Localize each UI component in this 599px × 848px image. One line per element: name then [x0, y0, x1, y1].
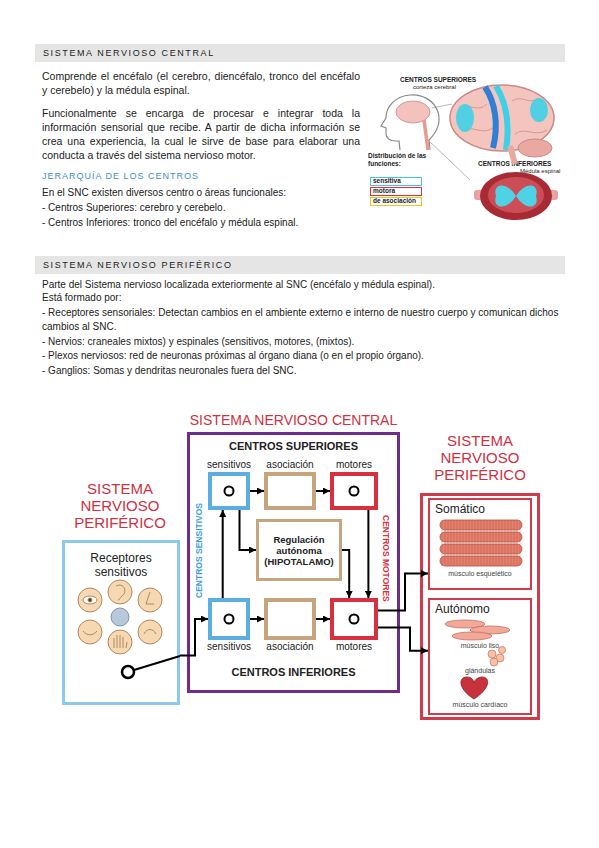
brain-illustration	[450, 85, 554, 164]
text-label: corteza cerebral	[413, 84, 473, 90]
legend-text: motora	[373, 187, 395, 194]
neural-pathway	[378, 627, 428, 650]
text-label: CENTROS INFERIORES	[478, 160, 553, 167]
effector-box: SISTEMA NERVIOSO PERIFÉRICOSomáticomúscu…	[420, 493, 540, 720]
neural-pathway	[180, 619, 208, 656]
node-text: sensitivos	[207, 641, 251, 652]
neural-pathway	[250, 490, 264, 492]
node-text: asociación	[266, 459, 313, 470]
text-label: - Nervios: craneales mixtos) y espinales…	[42, 335, 562, 349]
head-illustration	[381, 95, 470, 180]
receptor-box: SISTEMA NERVIOSO PERIFÉRICOReceptores se…	[62, 540, 180, 705]
legend-swatch: motora	[370, 187, 422, 196]
text-label: Distribución de las funciones:	[368, 152, 430, 168]
neural-pathway	[250, 618, 264, 620]
node-text: músculo esquelético	[430, 570, 530, 577]
neural-pathway	[316, 490, 330, 492]
text-label: Comprende el encéfalo (el cerebro, dienc…	[42, 69, 360, 97]
legend-text: de asociación	[373, 197, 416, 204]
skeletal-muscle-illustration	[440, 520, 522, 566]
cns-box: SISTEMA NERVIOSO CENTRALCENTROS SUPERIOR…	[187, 432, 400, 693]
text-label: JERARQUÍA DE LOS CENTROS	[42, 171, 362, 181]
association-center-box: asociación	[264, 598, 316, 640]
text-label: Está formado por:	[42, 291, 562, 305]
smooth-muscle-illustration	[445, 620, 510, 640]
hypothalamus-box: Regulación autónoma (HIPOTALAMO)	[256, 519, 342, 581]
receptor-icons	[78, 580, 162, 654]
gland-illustration	[488, 647, 506, 667]
node-text: SISTEMA NERVIOSO PERIFÉRICO	[425, 432, 535, 483]
association-center-box: asociación	[264, 472, 316, 510]
node-text: SISTEMA NERVIOSO PERIFÉRICO	[43, 256, 233, 274]
text-label: - Centros Inferiores: tronco del encéfal…	[42, 216, 372, 230]
node-text: CENTROS MOTORES	[381, 515, 391, 602]
node-text: motores	[336, 459, 372, 470]
node-text: sensitivos	[207, 459, 251, 470]
section-header-band: SISTEMA NERVIOSO PERIFÉRICO	[35, 256, 565, 274]
legend-text: sensitiva	[373, 177, 401, 184]
text-label: Funcionalmente se encarga de procesar e …	[42, 106, 360, 162]
text-label: - Ganglios: Somas y dendritas neuronales…	[42, 364, 562, 378]
node-text: glándulas	[430, 667, 530, 674]
node-text: motores	[336, 641, 372, 652]
neural-pathway	[222, 510, 224, 598]
heart-illustration	[461, 677, 488, 699]
text-label: - Receptores sensoriales: Detectan cambi…	[42, 306, 562, 333]
neural-pathway	[342, 550, 349, 598]
text-label: CENTROS SUPERIORES	[400, 76, 480, 83]
section-header-band: SISTEMA NERVIOSO CENTRAL	[35, 44, 565, 62]
neural-pathway	[316, 618, 330, 620]
spinal-cord-illustration	[474, 172, 558, 220]
node-text: CENTROS SUPERIORES	[190, 440, 397, 452]
legend-swatch: sensitiva	[370, 177, 422, 186]
node-text: Receptores sensitivos	[65, 551, 177, 579]
node-text: músculo liso	[430, 642, 530, 649]
text-label: Parte del Sistema nervioso localizada ex…	[42, 278, 562, 292]
node-text: CENTROS INFERIORES	[190, 666, 397, 678]
node-text: Regulación autónoma (HIPOTALAMO)	[259, 522, 339, 578]
node-text: CENTROS SENSITIVOS	[194, 503, 204, 598]
node-text: músculo cardíaco	[430, 701, 530, 708]
node-text: SISTEMA NERVIOSO CENTRAL	[43, 44, 215, 62]
legend-swatch: de asociación	[370, 197, 422, 206]
node-text: asociación	[266, 641, 313, 652]
text-label: - Centros Superiores: cerebro y cerebelo…	[42, 201, 372, 215]
node-text: Somático	[435, 502, 485, 516]
motor-center-box: motores	[330, 598, 378, 640]
neuron-symbol	[122, 487, 359, 679]
text-label: En el SNC existen diversos centro o área…	[42, 186, 372, 200]
text-label: - Plexos nerviosos: red de neuronas próx…	[42, 349, 562, 363]
somatic-box: Somático músculo esquelético	[428, 498, 532, 590]
neural-pathway	[240, 510, 257, 550]
node-text: SISTEMA NERVIOSO PERIFÉRICO	[64, 480, 176, 531]
neural-pathway	[367, 510, 369, 598]
node-text: Autónomo	[435, 602, 490, 616]
text-label: Médula espinal	[520, 168, 580, 174]
motor-center-box: motores	[330, 472, 378, 510]
neural-pathway	[378, 573, 428, 610]
node-text: SISTEMA NERVIOSO CENTRAL	[170, 412, 417, 428]
sensory-center-box: sensitivos	[208, 472, 250, 510]
sensory-center-box: sensitivos	[208, 598, 250, 640]
autonomic-box: Autónomo músculo liso glándulas músculo car…	[428, 598, 532, 715]
